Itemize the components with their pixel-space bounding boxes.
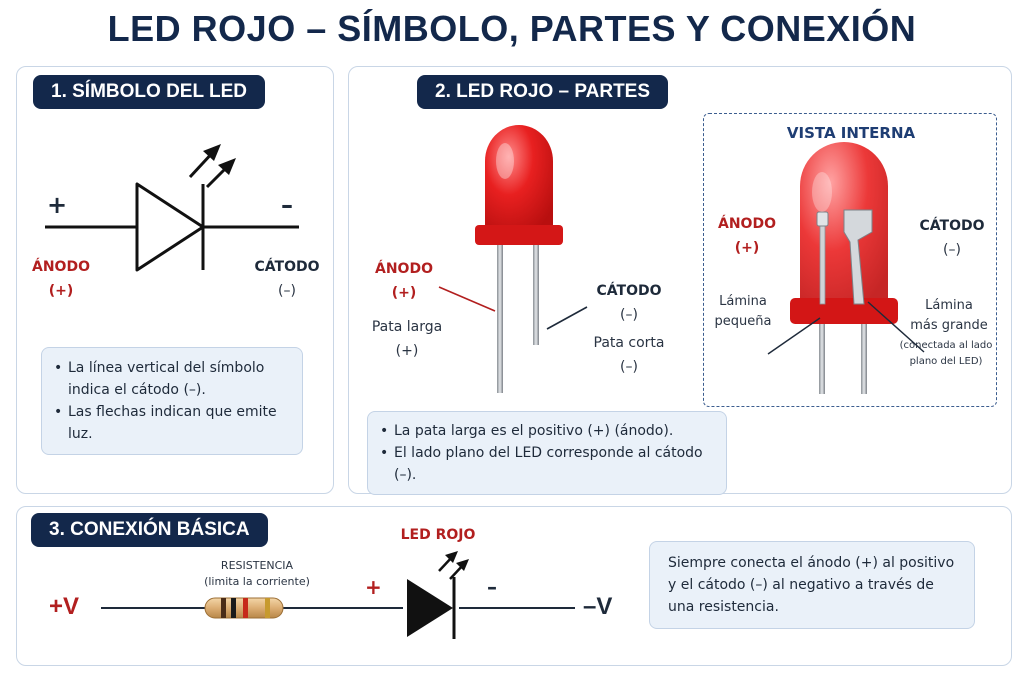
led-cathode-label: CÁTODO [596,283,662,299]
symbol-minus-sign: – [281,191,293,219]
led-anode-sign: (+) [391,285,417,301]
large-plate-note-2: plano del LED) [909,356,983,367]
led-flange [475,225,563,245]
symbol-anode-sign: (+) [48,283,74,299]
connection-note: Siempre conecta el ánodo (+) al positivo… [649,541,975,629]
long-leg-sign: (+) [395,343,419,359]
symbol-plus-sign: + [47,191,68,219]
led-dome [485,125,553,231]
short-leg-sign: (–) [620,359,638,375]
internal-anode-label: ÁNODO [718,216,776,232]
parts-note-item: La pata larga es el positivo (+) (ánodo)… [380,420,714,442]
led-rojo-label: LED ROJO [400,527,476,543]
circuit-plus-sign: + [365,575,382,599]
small-plate-label-2: pequeña [714,314,772,329]
internal-cathode-label: CÁTODO [919,218,985,234]
internal-view-heading: VISTA INTERNA [786,124,916,142]
resistor-icon [204,597,284,619]
internal-cathode-leg [861,324,867,394]
small-plate [816,211,829,227]
page-title: LED ROJO – SÍMBOLO, PARTES Y CONEXIÓN [107,8,917,49]
basic-circuit-diagram [101,551,575,643]
parts-notes: La pata larga es el positivo (+) (ánodo)… [367,411,727,495]
symbol-notes: La línea vertical del símbolo indica el … [41,347,303,455]
short-leg-label: Pata corta [593,335,665,351]
symbol-anode-label: ÁNODO [32,259,90,275]
small-plate-leader [767,317,821,355]
negative-voltage-label: –V [583,593,613,620]
red-led-drawing [475,125,563,393]
parts-note-item: El lado plano del LED corresponde al cát… [380,442,714,486]
large-plate [843,209,873,305]
internal-led-drawing [767,142,925,394]
parts-leader-lines [438,286,588,330]
short-leg [533,241,539,345]
internal-anode-sign: (+) [734,240,760,256]
parts-heading: 2. LED ROJO – PARTES [417,75,669,109]
symbol-panel: 1. SÍMBOLO DEL LED + – ÁNODO (+) CÁTODO … [16,66,334,494]
large-plate-note: (conectada al lado [899,340,993,351]
led-cathode-sign: (–) [620,307,638,323]
internal-cathode-sign: (–) [943,242,961,258]
internal-anode-leg [819,324,825,394]
circuit-light-arrows-icon [438,551,469,580]
parts-panel: 2. LED ROJO – PARTES ÁNODO (+) Pata larg… [348,66,1012,495]
resistor-note: (limita la corriente) [204,575,310,588]
large-plate-label-2: más grande [910,318,988,333]
large-plate-label: Lámina [925,298,973,313]
symbol-note-item: Las flechas indican que emite luz. [54,401,290,445]
connection-panel: 3. CONEXIÓN BÁSICA +V –V RESISTENCIA (li… [16,506,1012,666]
symbol-triangle [135,182,205,272]
circuit-minus-sign: – [487,575,497,599]
long-leg [497,241,503,393]
symbol-cathode-sign: (–) [278,283,296,299]
long-leg-label: Pata larga [371,319,443,335]
symbol-note-item: La línea vertical del símbolo indica el … [54,357,290,401]
resistor-label: RESISTENCIA [220,559,294,572]
small-plate-label: Lámina [719,294,767,309]
positive-voltage-label: +V [49,593,80,620]
symbol-heading: 1. SÍMBOLO DEL LED [33,75,266,109]
light-arrows-icon [188,144,236,189]
connection-heading: 3. CONEXIÓN BÁSICA [31,513,268,547]
led-anode-label: ÁNODO [375,261,433,277]
internal-view-box: VISTA INTERNA ÁNODO (+) CÁTODO (–) [703,113,997,407]
symbol-cathode-label: CÁTODO [254,259,320,275]
led-symbol-icon [403,573,459,643]
internal-flange [790,298,898,324]
large-plate-leader [867,301,925,353]
led-symbol-diagram [45,144,299,272]
